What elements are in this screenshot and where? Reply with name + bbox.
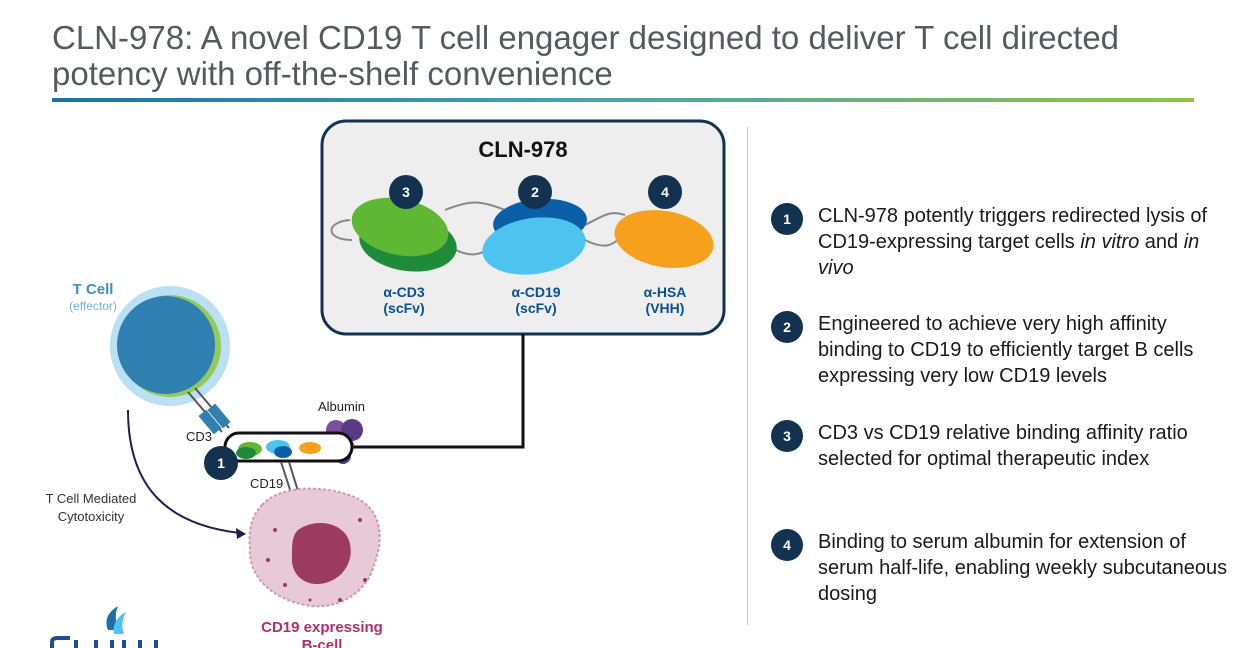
svg-text:4: 4: [661, 184, 669, 200]
cd3-domain-light: [351, 197, 449, 257]
title-underline: [52, 98, 1194, 102]
b-cell-label-1: CD19 expressing: [261, 619, 383, 636]
cytotoxicity-arrow: [127, 409, 241, 534]
page-title: CLN-978: A novel CD19 T cell engager des…: [52, 19, 1120, 92]
cd19-domain-light: [482, 217, 586, 275]
molecule-title: CLN-978: [478, 137, 567, 162]
cd3-format: (scFv): [383, 300, 424, 316]
linker: [584, 212, 626, 226]
svg-text:2: 2: [531, 184, 539, 200]
linker: [330, 219, 353, 241]
badge-1: 1: [204, 446, 238, 480]
mechanism-diagram: CLN-978 3 2 4 α-CD3 (scFv) α-CD19: [46, 119, 726, 648]
badge-2: 2: [518, 175, 552, 209]
point-number: 3: [771, 420, 803, 452]
cd19-format: (scFv): [515, 300, 556, 316]
cd3-receptor-label: CD3: [186, 429, 212, 444]
bound-complex: [223, 431, 354, 463]
badge-3: 3: [389, 175, 423, 209]
hsa-domain: [614, 210, 714, 268]
cd19-label: α-CD19: [511, 284, 560, 300]
albumin-label: Albumin: [318, 399, 365, 414]
company-logo: [50, 606, 158, 648]
column-divider: [747, 127, 748, 625]
hsa-label: α-HSA: [644, 284, 687, 300]
cd3-receptor: [187, 387, 231, 435]
point-text: CD3 vs CD19 relative binding affinity ra…: [818, 422, 1188, 470]
cd3-label: α-CD3: [383, 284, 424, 300]
cytotoxicity-label-2: Cytotoxicity: [58, 509, 125, 524]
point-number: 2: [771, 311, 803, 343]
point-number: 4: [771, 529, 803, 561]
key-point: 1 CLN-978 potently triggers redirected l…: [771, 203, 1231, 281]
b-cell: [248, 487, 381, 608]
point-number: 1: [771, 203, 803, 235]
arrow-head: [236, 528, 246, 539]
key-point: 3 CD3 vs CD19 relative binding affinity …: [771, 420, 1231, 472]
t-cell: T Cell (effector): [69, 281, 230, 406]
key-point: 4 Binding to serum albumin for extension…: [771, 529, 1231, 607]
svg-text:3: 3: [402, 184, 410, 200]
b-cell-label-2: B-cell: [302, 637, 343, 648]
t-cell-sublabel: (effector): [69, 299, 117, 313]
key-point: 2 Engineered to achieve very high affini…: [771, 311, 1231, 389]
hsa-format: (VHH): [646, 300, 685, 316]
connector-line: [352, 334, 525, 449]
svg-text:1: 1: [217, 455, 225, 471]
point-text: CLN-978 potently triggers redirected lys…: [818, 205, 1208, 279]
point-text: Engineered to achieve very high affinity…: [818, 313, 1194, 387]
point-text: Binding to serum albumin for extension o…: [818, 531, 1228, 605]
t-cell-label: T Cell: [73, 281, 114, 298]
molecule-box: CLN-978 3 2 4 α-CD3 (scFv) α-CD19: [320, 119, 726, 336]
cd19-receptor-label: CD19: [250, 476, 283, 491]
linker: [444, 201, 506, 211]
badge-4: 4: [648, 175, 682, 209]
cytotoxicity-label-1: T Cell Mediated: [46, 491, 137, 506]
